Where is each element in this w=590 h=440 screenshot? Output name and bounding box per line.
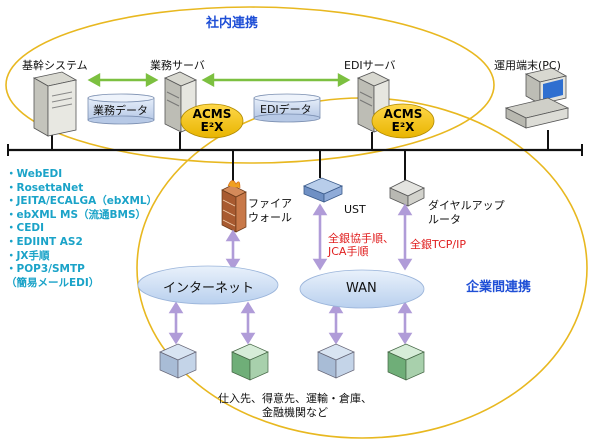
arrow-ust-wan xyxy=(312,203,328,271)
wan-cloud xyxy=(299,269,425,309)
edi-server-label: EDIサーバ xyxy=(344,59,396,72)
arrow-wan-partner3 xyxy=(328,301,344,345)
firewall-label: ファイア ウォール xyxy=(248,197,292,225)
dialup-label-line2: ルータ xyxy=(428,213,461,226)
acms-edi-line1: ACMS xyxy=(383,107,423,121)
partner-building-icon-1 xyxy=(159,343,197,379)
arrow-core-biz xyxy=(87,72,159,88)
dialup-label-line1: ダイヤルアップ xyxy=(428,199,505,212)
partner-building-icon-4 xyxy=(387,343,425,381)
business-data-cylinder xyxy=(87,93,155,125)
acms-business-line1: ACMS xyxy=(192,107,232,121)
firewall-label-line1: ファイア xyxy=(248,197,292,210)
wan-label: WAN xyxy=(346,281,377,296)
protocol-item: ・RosettaNet xyxy=(6,181,84,194)
partners-caption-line2: 金融機関など xyxy=(262,406,328,419)
protocol-list: ・WebEDI ・RosettaNet ・JEITA/ECALGA（ebXML）… xyxy=(6,168,157,290)
protocol-item: ・POP3/SMTP xyxy=(6,263,85,276)
mainframe-icon xyxy=(32,71,78,137)
acms-business-text: ACMS E²X xyxy=(185,108,239,134)
zengin-jca-line2: JCA手順 xyxy=(328,245,369,258)
acms-edi-text: ACMS E²X xyxy=(376,108,430,134)
dialup-router-icon xyxy=(389,179,425,207)
protocol-item: ・ebXML MS（流通BMS） xyxy=(6,208,147,221)
protocol-item: ・JX手順 xyxy=(6,249,50,262)
pc-terminal-icon xyxy=(504,67,570,129)
protocol-item: （簡易メールEDI） xyxy=(6,276,100,289)
arrow-internet-partner2 xyxy=(240,301,256,345)
internet-label: インターネット xyxy=(163,281,255,296)
partners-caption-line1: 仕入先、得意先、運輸・倉庫、 xyxy=(218,392,372,405)
edi-data-cylinder xyxy=(253,93,321,123)
internal-integration-title: 社内連携 xyxy=(206,16,259,31)
arrow-biz-edi xyxy=(201,72,351,88)
dialup-router-label: ダイヤルアップ ルータ xyxy=(428,199,505,227)
edi-data-label: EDIデータ xyxy=(260,103,312,116)
ust-hub-icon xyxy=(302,177,344,203)
zengin-jca-label: 全銀協手順、 JCA手順 xyxy=(328,232,394,258)
arrow-router-wan xyxy=(397,203,413,271)
acms-business-line2: E²X xyxy=(200,120,224,134)
purple-arrows xyxy=(168,203,413,345)
protocol-item: ・EDIINT AS2 xyxy=(6,235,83,248)
arrow-internet-partner1 xyxy=(168,301,184,345)
protocol-item: ・WebEDI xyxy=(6,168,63,180)
ops-terminal-label: 運用端末(PC) xyxy=(494,59,561,72)
firewall-label-line2: ウォール xyxy=(248,211,292,224)
internet-cloud xyxy=(137,265,279,305)
acms-badge-edi xyxy=(371,103,435,139)
zengin-jca-line1: 全銀協手順、 xyxy=(328,232,394,245)
business-data-label: 業務データ xyxy=(93,104,148,117)
acms-badge-business xyxy=(180,103,244,139)
acms-edi-line2: E²X xyxy=(391,120,415,134)
protocol-item: ・CEDI xyxy=(6,222,45,235)
zengin-tcpip-label: 全銀TCP/IP xyxy=(410,238,466,251)
core-system-label: 基幹システム xyxy=(22,59,88,72)
arrow-wan-partner4 xyxy=(397,301,413,345)
external-integration-title: 企業間連携 xyxy=(466,280,532,295)
partner-building-icon-3 xyxy=(317,343,355,379)
protocol-item: ・JEITA/ECALGA（ebXML） xyxy=(6,195,158,208)
arrow-fw-internet xyxy=(225,229,241,271)
ust-label: UST xyxy=(344,203,366,216)
internal-ellipse xyxy=(5,6,495,164)
business-server-label: 業務サーバ xyxy=(150,59,205,72)
partner-building-icon-2 xyxy=(231,343,269,381)
partners-caption: 仕入先、得意先、運輸・倉庫、 金融機関など xyxy=(218,392,372,420)
firewall-icon xyxy=(221,180,247,233)
